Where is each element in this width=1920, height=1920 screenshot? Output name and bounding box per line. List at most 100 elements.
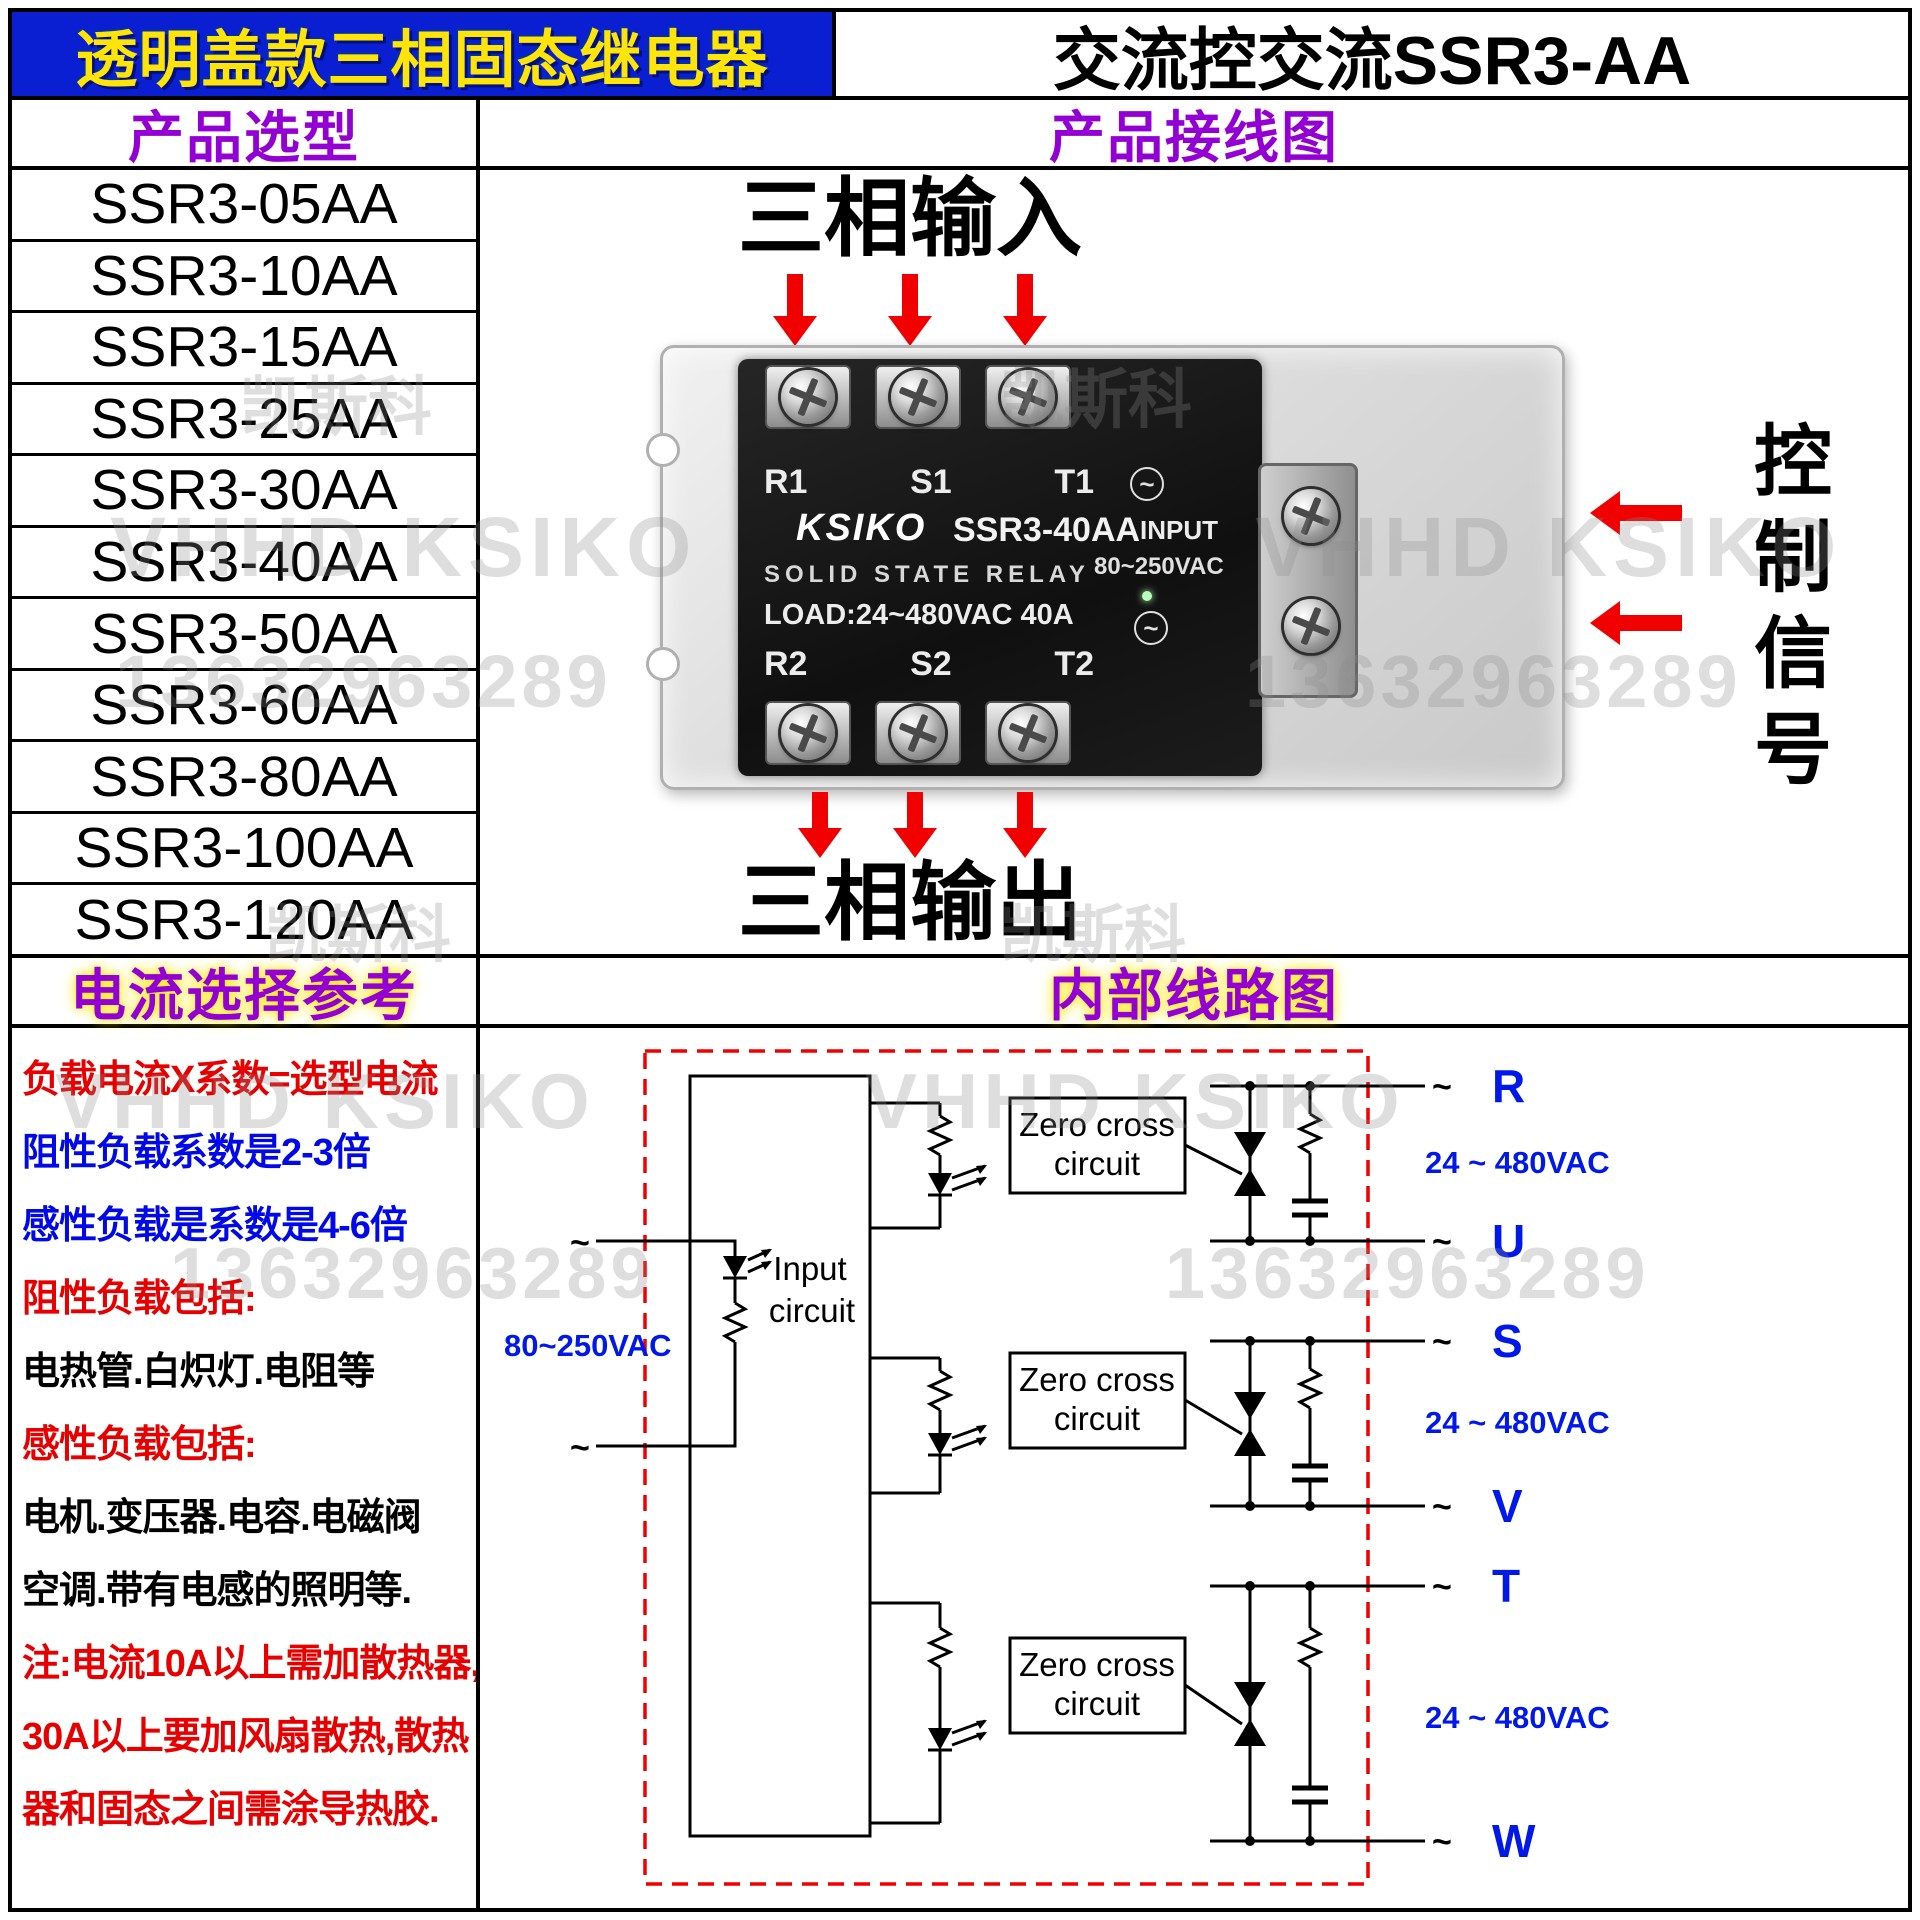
ac-symbol: ~ <box>570 1429 590 1467</box>
zero-cross-box <box>1008 1096 1187 1195</box>
down-arrow-icon <box>902 274 918 316</box>
notes-list: 负载电流X系数=选型电流 阻性负载系数是2-3倍 感性负载是系数是4-6倍 阻性… <box>12 1028 480 1908</box>
relay-photo: R1 S1 T1 KSIKO SSR3-40AA SOLID STATE REL… <box>646 345 1565 790</box>
header-row: 透明盖款三相固态继电器 交流控交流SSR3-AA <box>12 12 1908 100</box>
relay-brand: KSIKO <box>796 507 927 549</box>
load-voltage-label: 24 ~ 480VAC <box>1425 1700 1610 1735</box>
note-line: 感性负载是系数是4-6倍 <box>22 1205 408 1247</box>
screw-icon <box>1284 489 1338 543</box>
model-row: SSR3-25AA <box>12 385 476 457</box>
screw-icon <box>781 370 835 424</box>
terminal-label: S2 <box>910 645 952 683</box>
terminal-label: T2 <box>1054 645 1094 683</box>
screw-icon <box>891 370 945 424</box>
wiring-diagram: 三相输入 R1 S1 T1 KSIKO SSR3- <box>480 170 1908 954</box>
load-voltage-label: 24 ~ 480VAC <box>1425 1405 1610 1440</box>
side-terminal-block <box>1258 463 1358 698</box>
relay-model: SSR3-40AA <box>953 511 1141 549</box>
model-row: SSR3-80AA <box>12 742 476 814</box>
model-row: SSR3-10AA <box>12 242 476 314</box>
ac-symbol: ~ <box>1432 1488 1452 1526</box>
note-line: 负载电流X系数=选型电流 <box>22 1059 439 1101</box>
note-line: 注:电流10A以上需加散热器, <box>22 1643 480 1685</box>
down-arrow-icon <box>1017 274 1033 316</box>
load-voltage-label: 24 ~ 480VAC <box>1425 1145 1610 1180</box>
model-row: SSR3-120AA <box>74 887 414 952</box>
internal-circuit-svg: ~ ~ 80~250VAC Input circuit <box>504 1049 1610 1886</box>
relay-load-line: LOAD:24~480VAC 40A <box>764 599 1074 631</box>
current-ref-title: 电流选择参考 <box>70 963 418 1027</box>
header-right-title: 交流控交流SSR3-AA <box>1052 22 1692 99</box>
model-row: SSR3-50AA <box>12 599 476 671</box>
left-arrow-icon <box>1620 505 1682 521</box>
section-header-row: 产品选型 产品接线图 <box>12 100 1908 170</box>
model-row: SSR3-05AA <box>12 170 476 242</box>
mounting-notch <box>646 647 680 681</box>
terminal-label: R2 <box>764 645 808 683</box>
phase-label: W <box>1492 1815 1536 1867</box>
ac-symbol: ~ <box>1134 611 1168 645</box>
screw-icon <box>891 706 945 760</box>
input-box-label: circuit <box>769 1292 855 1329</box>
input-circuit-box <box>688 1074 872 1838</box>
selection-header-cell: 产品选型 <box>12 100 480 169</box>
control-signal-label: 控制信号 <box>1743 420 1831 804</box>
circuit-title: 内部线路图 <box>1049 963 1339 1027</box>
model-row: SSR3-30AA <box>12 456 476 528</box>
current-ref-cell: 电流选择参考 <box>12 958 480 1027</box>
phase-label: S <box>1492 1315 1523 1367</box>
down-arrow-icon <box>907 792 923 828</box>
wiring-header-cell: 产品接线图 <box>480 100 1908 169</box>
three-phase-output-label: 三相输出 <box>738 855 1082 951</box>
bottom-header-row: 电流选择参考 内部线路图 <box>12 954 1908 1028</box>
note-line: 器和固态之间需涂导热胶. <box>22 1789 440 1831</box>
note-line: 30A以上要加风扇散热,散热 <box>22 1716 469 1758</box>
bottom-terminal-labels: R2 S2 T2 <box>764 645 1094 684</box>
zero-cross-label: circuit <box>1054 1145 1140 1182</box>
top-terminal-labels: R1 S1 T1 <box>764 463 1094 502</box>
left-arrow-icon <box>1620 615 1682 631</box>
relay-input-voltage: 80~250VAC <box>1094 553 1224 580</box>
relay-type-line: SOLID STATE RELAY <box>764 561 1090 588</box>
ac-symbol: ~ <box>1432 1068 1452 1106</box>
model-list: SSR3-05AA SSR3-10AA SSR3-15AA SSR3-25AA … <box>12 170 480 954</box>
terminal-label: T1 <box>1054 463 1094 501</box>
relay-body: R1 S1 T1 KSIKO SSR3-40AA SOLID STATE REL… <box>738 359 1262 776</box>
screw-icon <box>1001 706 1055 760</box>
screw-icon <box>781 706 835 760</box>
relay-input-label: INPUT <box>1140 515 1218 545</box>
phase-label: V <box>1492 1480 1523 1532</box>
down-arrow-icon <box>787 274 803 316</box>
mounting-notch <box>646 433 680 467</box>
zero-cross-label: circuit <box>1054 1685 1140 1722</box>
phase-label: T <box>1492 1560 1520 1612</box>
down-arrow-icon <box>812 792 828 828</box>
note-line: 空调.带有电感的照明等. <box>22 1570 412 1612</box>
ac-symbol: ~ <box>1130 467 1164 501</box>
ac-symbol: ~ <box>1432 1823 1452 1861</box>
zero-cross-label: circuit <box>1054 1400 1140 1437</box>
selection-title: 产品选型 <box>128 105 360 169</box>
note-line: 感性负载包括: <box>22 1424 257 1466</box>
model-row: SSR3-40AA <box>12 528 476 600</box>
led-indicator <box>1142 591 1152 601</box>
control-voltage-label: 80~250VAC <box>504 1328 671 1363</box>
zero-cross-label: Zero cross <box>1019 1361 1175 1398</box>
model-row: SSR3-15AA <box>12 313 476 385</box>
zero-cross-box <box>1008 1636 1187 1735</box>
down-arrow-icon <box>1017 792 1033 828</box>
header-left: 透明盖款三相固态继电器 <box>12 12 836 96</box>
three-phase-input-label: 三相输入 <box>738 171 1082 267</box>
note-line: 电机.变压器.电容.电磁阀 <box>22 1497 422 1539</box>
ac-symbol: ~ <box>1432 1323 1452 1361</box>
page-title: 透明盖款三相固态继电器 <box>75 26 769 95</box>
input-box-label: Input <box>773 1250 846 1287</box>
note-line: 电热管.白炽灯.电阻等 <box>22 1351 375 1393</box>
terminal-label: R1 <box>764 463 808 501</box>
model-row: SSR3-100AA <box>12 814 476 886</box>
circuit-header-cell: 内部线路图 <box>480 958 1908 1027</box>
ac-symbol: ~ <box>1432 1223 1452 1261</box>
phase-label: R <box>1492 1060 1525 1112</box>
model-row: SSR3-60AA <box>12 671 476 743</box>
